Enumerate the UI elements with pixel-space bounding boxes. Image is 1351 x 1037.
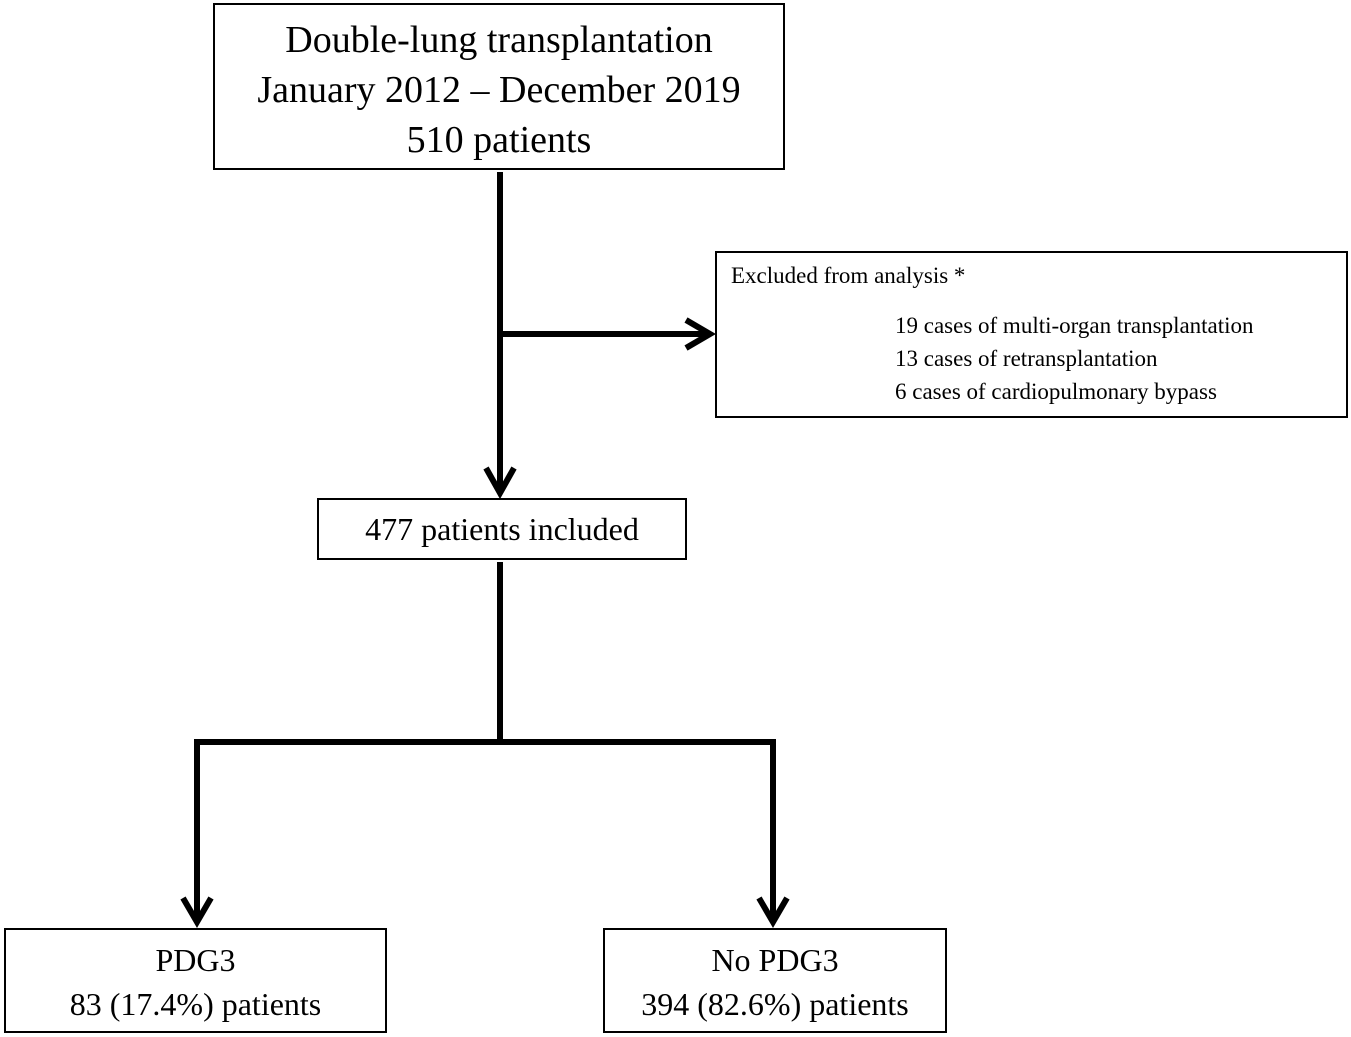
included-label: 477 patients included [365, 511, 639, 547]
no-pdg3-count: 394 (82.6%) patients [641, 986, 909, 1022]
cohort-count: 510 patients [406, 119, 592, 161]
cohort-period: January 2012 – December 2019 [257, 69, 741, 111]
excluded-item: 13 cases of retransplantation [895, 346, 1158, 371]
arrowhead-pdg3 [180, 896, 214, 928]
arrowhead-excluded [684, 317, 716, 351]
pdg3-count: 83 (17.4%) patients [69, 986, 322, 1022]
excluded-list: 19 cases of multi-organ transplantation … [895, 309, 1254, 408]
included-box: 477 patients included [317, 498, 687, 560]
arrowhead-no-pdg3 [756, 896, 790, 928]
excluded-item: 19 cases of multi-organ transplantation [895, 313, 1254, 338]
pdg3-box: PDG3 83 (17.4%) patients [4, 928, 387, 1033]
cohort-title: Double-lung transplantation [285, 19, 713, 61]
no-pdg3-box: No PDG3 394 (82.6%) patients [603, 928, 947, 1033]
no-pdg3-title: No PDG3 [711, 942, 839, 978]
pdg3-title: PDG3 [155, 942, 236, 978]
excluded-item: 6 cases of cardiopulmonary bypass [895, 379, 1217, 404]
arrowhead-included [483, 466, 517, 500]
excluded-box: Excluded from analysis * 19 cases of mul… [715, 251, 1348, 418]
cohort-box: Double-lung transplantation January 2012… [213, 3, 785, 170]
excluded-title: Excluded from analysis * [731, 263, 966, 288]
